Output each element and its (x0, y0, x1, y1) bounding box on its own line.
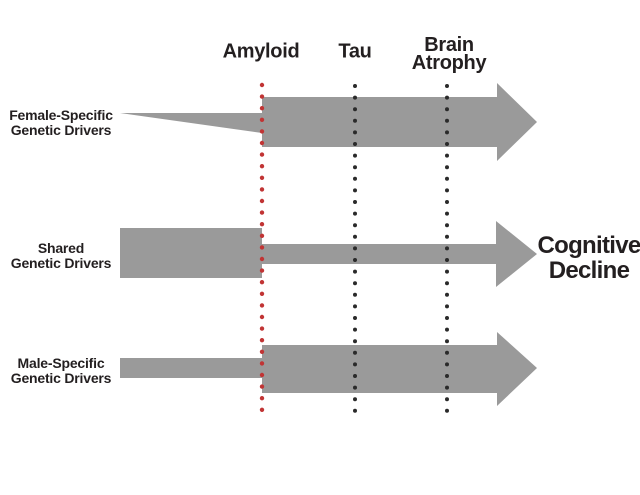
cognitive-decline-line1: Cognitive (537, 232, 640, 259)
shared-drivers-line2: Genetic Drivers (10, 255, 112, 271)
cognitive-decline-label: Cognitive Decline (537, 233, 640, 283)
female-specific-drivers-line2: Genetic Drivers (10, 122, 112, 138)
female-specific-arrow (120, 83, 537, 161)
female-specific-drivers-line1: Female-Specific (9, 107, 113, 123)
male-specific-drivers-label: Male-Specific Genetic Drivers (11, 356, 112, 386)
cognitive-decline-line2: Decline (548, 257, 630, 284)
brain-atrophy-label: Brain Atrophy (411, 34, 487, 74)
male-specific-drivers-line1: Male-Specific (17, 355, 105, 371)
amyloid-label-text: Amyloid (222, 40, 300, 63)
shared-drivers-line1: Shared (37, 240, 85, 256)
female-specific-drivers-label: Female-Specific Genetic Drivers (9, 108, 113, 138)
male-specific-arrow (120, 332, 537, 406)
amyloid-label: Amyloid (222, 40, 300, 63)
shared-arrow (120, 221, 537, 287)
brain-atrophy-label-line2: Atrophy (411, 52, 487, 74)
tau-label: Tau (338, 40, 372, 63)
shared-drivers-label: Shared Genetic Drivers (11, 241, 112, 271)
tau-label-text: Tau (338, 40, 372, 63)
brain-atrophy-label-line1: Brain (424, 34, 474, 56)
male-specific-drivers-line2: Genetic Drivers (10, 370, 112, 386)
